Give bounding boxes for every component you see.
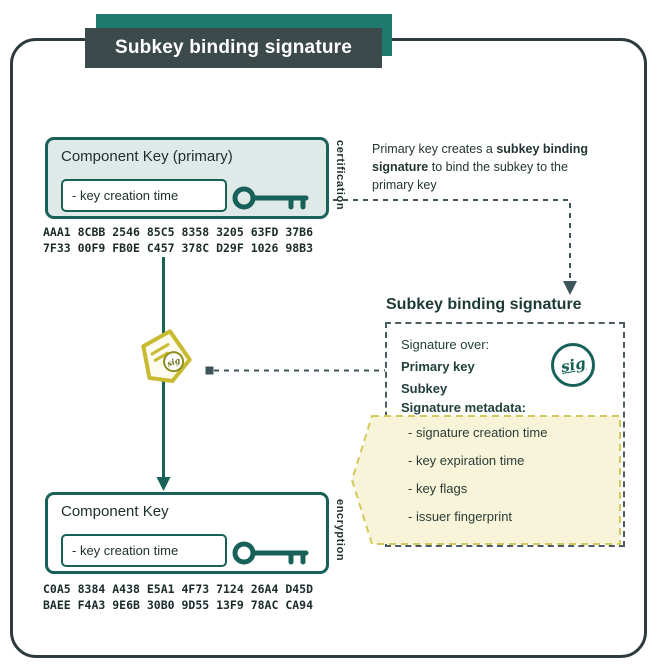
badge-sig-text: sig — [166, 355, 182, 369]
annotation-pre: Primary key creates a — [372, 142, 497, 156]
annotation-post: to bind the subkey to the primary key — [372, 160, 568, 193]
fingerprint-line: 7F33 00F9 FB0E C457 378C D29F 1026 98B3 — [43, 241, 314, 255]
signature-over-label: Signature over: — [401, 337, 490, 352]
annotation-bold: subkey binding signature — [372, 142, 589, 175]
metadata-item-creation-time: - signature creation time — [408, 425, 548, 440]
subkey-box: Component Key - key creation time — [45, 492, 329, 574]
subkey-fingerprint: C0A5 8384 A438 E5A1 4F73 7124 26A4 D45D B… — [43, 581, 313, 613]
primary-key-title: Component Key (primary) — [61, 148, 233, 165]
sig-stamp-text: sig — [559, 353, 587, 377]
signature-over-primary-key: Primary key — [401, 359, 475, 374]
metadata-item-expiration-time: - key expiration time — [408, 453, 525, 468]
key-icon — [232, 186, 309, 210]
encryption-label: encryption — [334, 499, 346, 562]
fingerprint-line: C0A5 8384 A438 E5A1 4F73 7124 26A4 D45D — [43, 582, 314, 596]
primary-key-creation-time: - key creation time — [61, 179, 227, 212]
certification-label: certification — [334, 140, 346, 211]
metadata-item-key-flags: - key flags — [408, 481, 468, 496]
fingerprint-line: AAA1 8CBB 2546 85C5 8358 3205 63FD 37B6 — [43, 225, 314, 239]
page-title: Subkey binding signature — [85, 28, 382, 68]
binding-annotation: Primary key creates a subkey binding sig… — [372, 140, 602, 194]
subkey-creation-time: - key creation time — [61, 534, 227, 567]
sig-stamp-icon: sig — [551, 343, 595, 387]
signature-badge-icon: sig — [141, 329, 192, 383]
primary-key-fingerprint: AAA1 8CBB 2546 85C5 8358 3205 63FD 37B6 7… — [43, 224, 313, 256]
subkey-title: Component Key — [61, 503, 169, 520]
signature-over-subkey: Subkey — [401, 381, 448, 396]
metadata-item-issuer-fingerprint: - issuer fingerprint — [408, 509, 513, 524]
signature-panel-heading: Subkey binding signature — [386, 296, 582, 313]
key-icon — [232, 541, 309, 565]
page-title-text: Subkey binding signature — [114, 37, 353, 58]
primary-key-box: Component Key (primary) - key creation t… — [45, 137, 329, 219]
fingerprint-line: BAEE F4A3 9E6B 30B0 9D55 13F9 78AC CA94 — [43, 598, 314, 612]
signature-metadata-label: Signature metadata: — [401, 400, 526, 415]
